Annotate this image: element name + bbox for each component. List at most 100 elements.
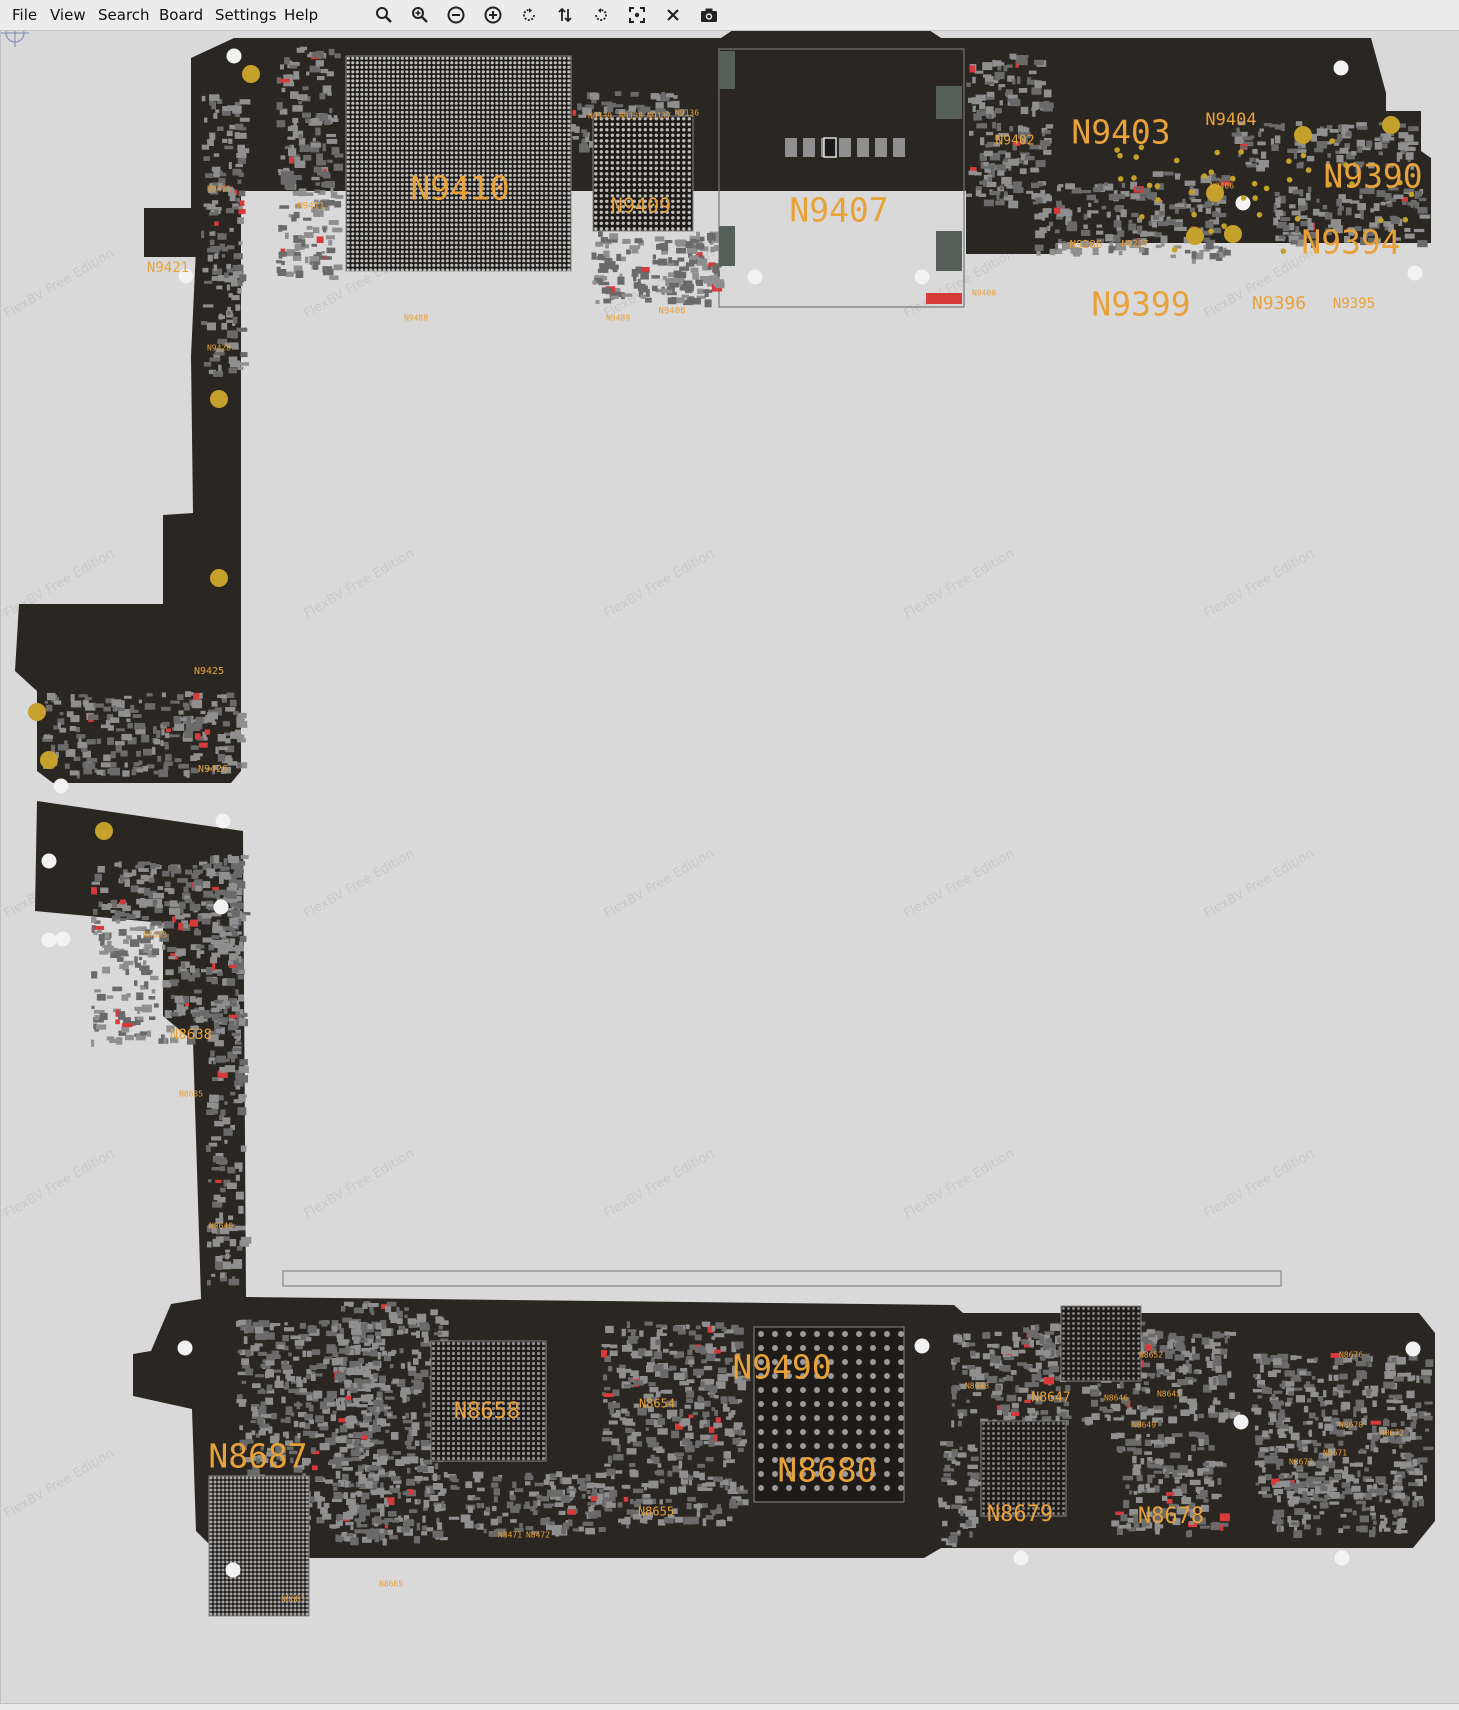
bga-ball xyxy=(351,65,355,69)
menu-file[interactable]: File xyxy=(12,6,38,24)
smd-pad xyxy=(1137,1372,1147,1379)
smd-pad xyxy=(1169,1512,1176,1517)
smd-pad xyxy=(379,1533,385,1541)
smd-pad xyxy=(230,1057,235,1063)
smd-pad xyxy=(1168,219,1176,226)
bga-ball xyxy=(432,70,436,74)
smd-pad xyxy=(1129,1490,1133,1495)
smd-pad xyxy=(728,1396,736,1402)
smd-pad xyxy=(679,1470,688,1478)
rotate-cw-icon[interactable] xyxy=(589,4,613,26)
smd-pad xyxy=(432,1473,438,1481)
smd-pad xyxy=(375,1519,386,1524)
smd-pad xyxy=(214,889,226,896)
smd-pad xyxy=(217,971,223,976)
smd-pad xyxy=(1277,1428,1285,1435)
smd-pad xyxy=(519,1522,523,1528)
smd-pad xyxy=(106,1036,115,1041)
rotate-ccw-icon[interactable] xyxy=(517,4,541,26)
menu-help[interactable]: Help xyxy=(284,6,319,24)
smd-pad xyxy=(681,294,689,298)
smd-pad xyxy=(596,1499,603,1505)
smd-pad xyxy=(512,1481,517,1488)
menu-view[interactable]: View xyxy=(50,6,86,24)
smd-pad xyxy=(260,1364,271,1368)
smd-pad xyxy=(1147,1457,1153,1464)
smd-pad xyxy=(1127,1517,1136,1523)
smd-pad xyxy=(1312,1492,1319,1498)
smd-pad xyxy=(94,920,101,924)
smd-pad xyxy=(1365,1478,1374,1482)
smd-pad xyxy=(1295,1395,1305,1403)
smd-pad xyxy=(697,1483,704,1489)
smd-pad xyxy=(139,965,150,971)
smd-pad xyxy=(1288,235,1299,243)
smd-pad xyxy=(250,1420,257,1424)
smd-pad xyxy=(1140,1321,1146,1326)
smd-pad xyxy=(407,1366,416,1371)
bga-ball xyxy=(369,88,373,92)
smd-pad xyxy=(450,1485,457,1490)
smd-pad xyxy=(236,762,248,769)
smd-pad xyxy=(105,698,115,704)
menu-search[interactable]: Search xyxy=(98,6,150,24)
smd-pad xyxy=(1041,132,1046,137)
smd-pad xyxy=(1259,1460,1265,1468)
smd-pad xyxy=(1116,215,1120,221)
smd-pad xyxy=(1346,151,1355,160)
close-icon[interactable] xyxy=(661,4,685,26)
smd-pad xyxy=(1370,1505,1375,1512)
smd-pad xyxy=(1257,1379,1265,1387)
smd-pad xyxy=(1218,1412,1229,1419)
smd-pad xyxy=(229,1022,239,1029)
smd-pad xyxy=(655,1394,660,1398)
zoom-out-icon[interactable] xyxy=(408,4,432,26)
smd-pad xyxy=(1118,1446,1123,1453)
smd-pad xyxy=(623,1496,629,1502)
smd-pad xyxy=(186,692,194,696)
smd-pad xyxy=(126,993,131,998)
zoom-out-circle-icon[interactable] xyxy=(444,4,468,26)
smd-pad xyxy=(207,204,216,210)
smd-pad xyxy=(174,758,182,763)
smd-pad xyxy=(299,46,308,51)
smd-pad xyxy=(738,1500,743,1506)
zoom-in-icon[interactable] xyxy=(372,4,396,26)
menu-board[interactable]: Board xyxy=(159,6,204,24)
zoom-in-circle-icon[interactable] xyxy=(481,4,505,26)
camera-icon[interactable] xyxy=(697,4,721,26)
smd-pad xyxy=(658,258,668,266)
smd-pad xyxy=(715,1417,721,1423)
smd-pad xyxy=(1027,1407,1036,1414)
smd-pad xyxy=(126,914,136,920)
smd-pad xyxy=(1020,106,1029,115)
bga-ball xyxy=(454,56,458,60)
smd-pad xyxy=(409,1509,418,1514)
smd-pad xyxy=(276,260,282,264)
smd-pad xyxy=(578,114,587,118)
smd-pad xyxy=(1192,1353,1200,1360)
smd-pad xyxy=(270,1435,279,1444)
smd-pad xyxy=(1208,1411,1219,1418)
smd-pad xyxy=(1156,1369,1166,1373)
menu-settings[interactable]: Settings xyxy=(215,6,277,24)
flip-icon[interactable] xyxy=(553,4,577,26)
smd-pad xyxy=(1281,1361,1289,1369)
smd-pad xyxy=(594,1510,602,1518)
fit-view-icon[interactable] xyxy=(625,4,649,26)
smd-pad xyxy=(1047,1361,1058,1368)
smd-pad xyxy=(210,957,218,964)
smd-pad xyxy=(373,1399,384,1407)
smd-pad xyxy=(651,1357,655,1363)
smd-pad xyxy=(347,1418,358,1424)
smd-pad xyxy=(370,1528,380,1537)
bga-ball xyxy=(427,61,431,65)
smd-pad xyxy=(688,253,693,258)
smd-pad xyxy=(1093,199,1099,203)
smd-pad xyxy=(177,694,184,701)
smd-pad xyxy=(366,1438,370,1442)
bga-ball xyxy=(405,74,409,78)
smd-pad xyxy=(401,1392,407,1398)
